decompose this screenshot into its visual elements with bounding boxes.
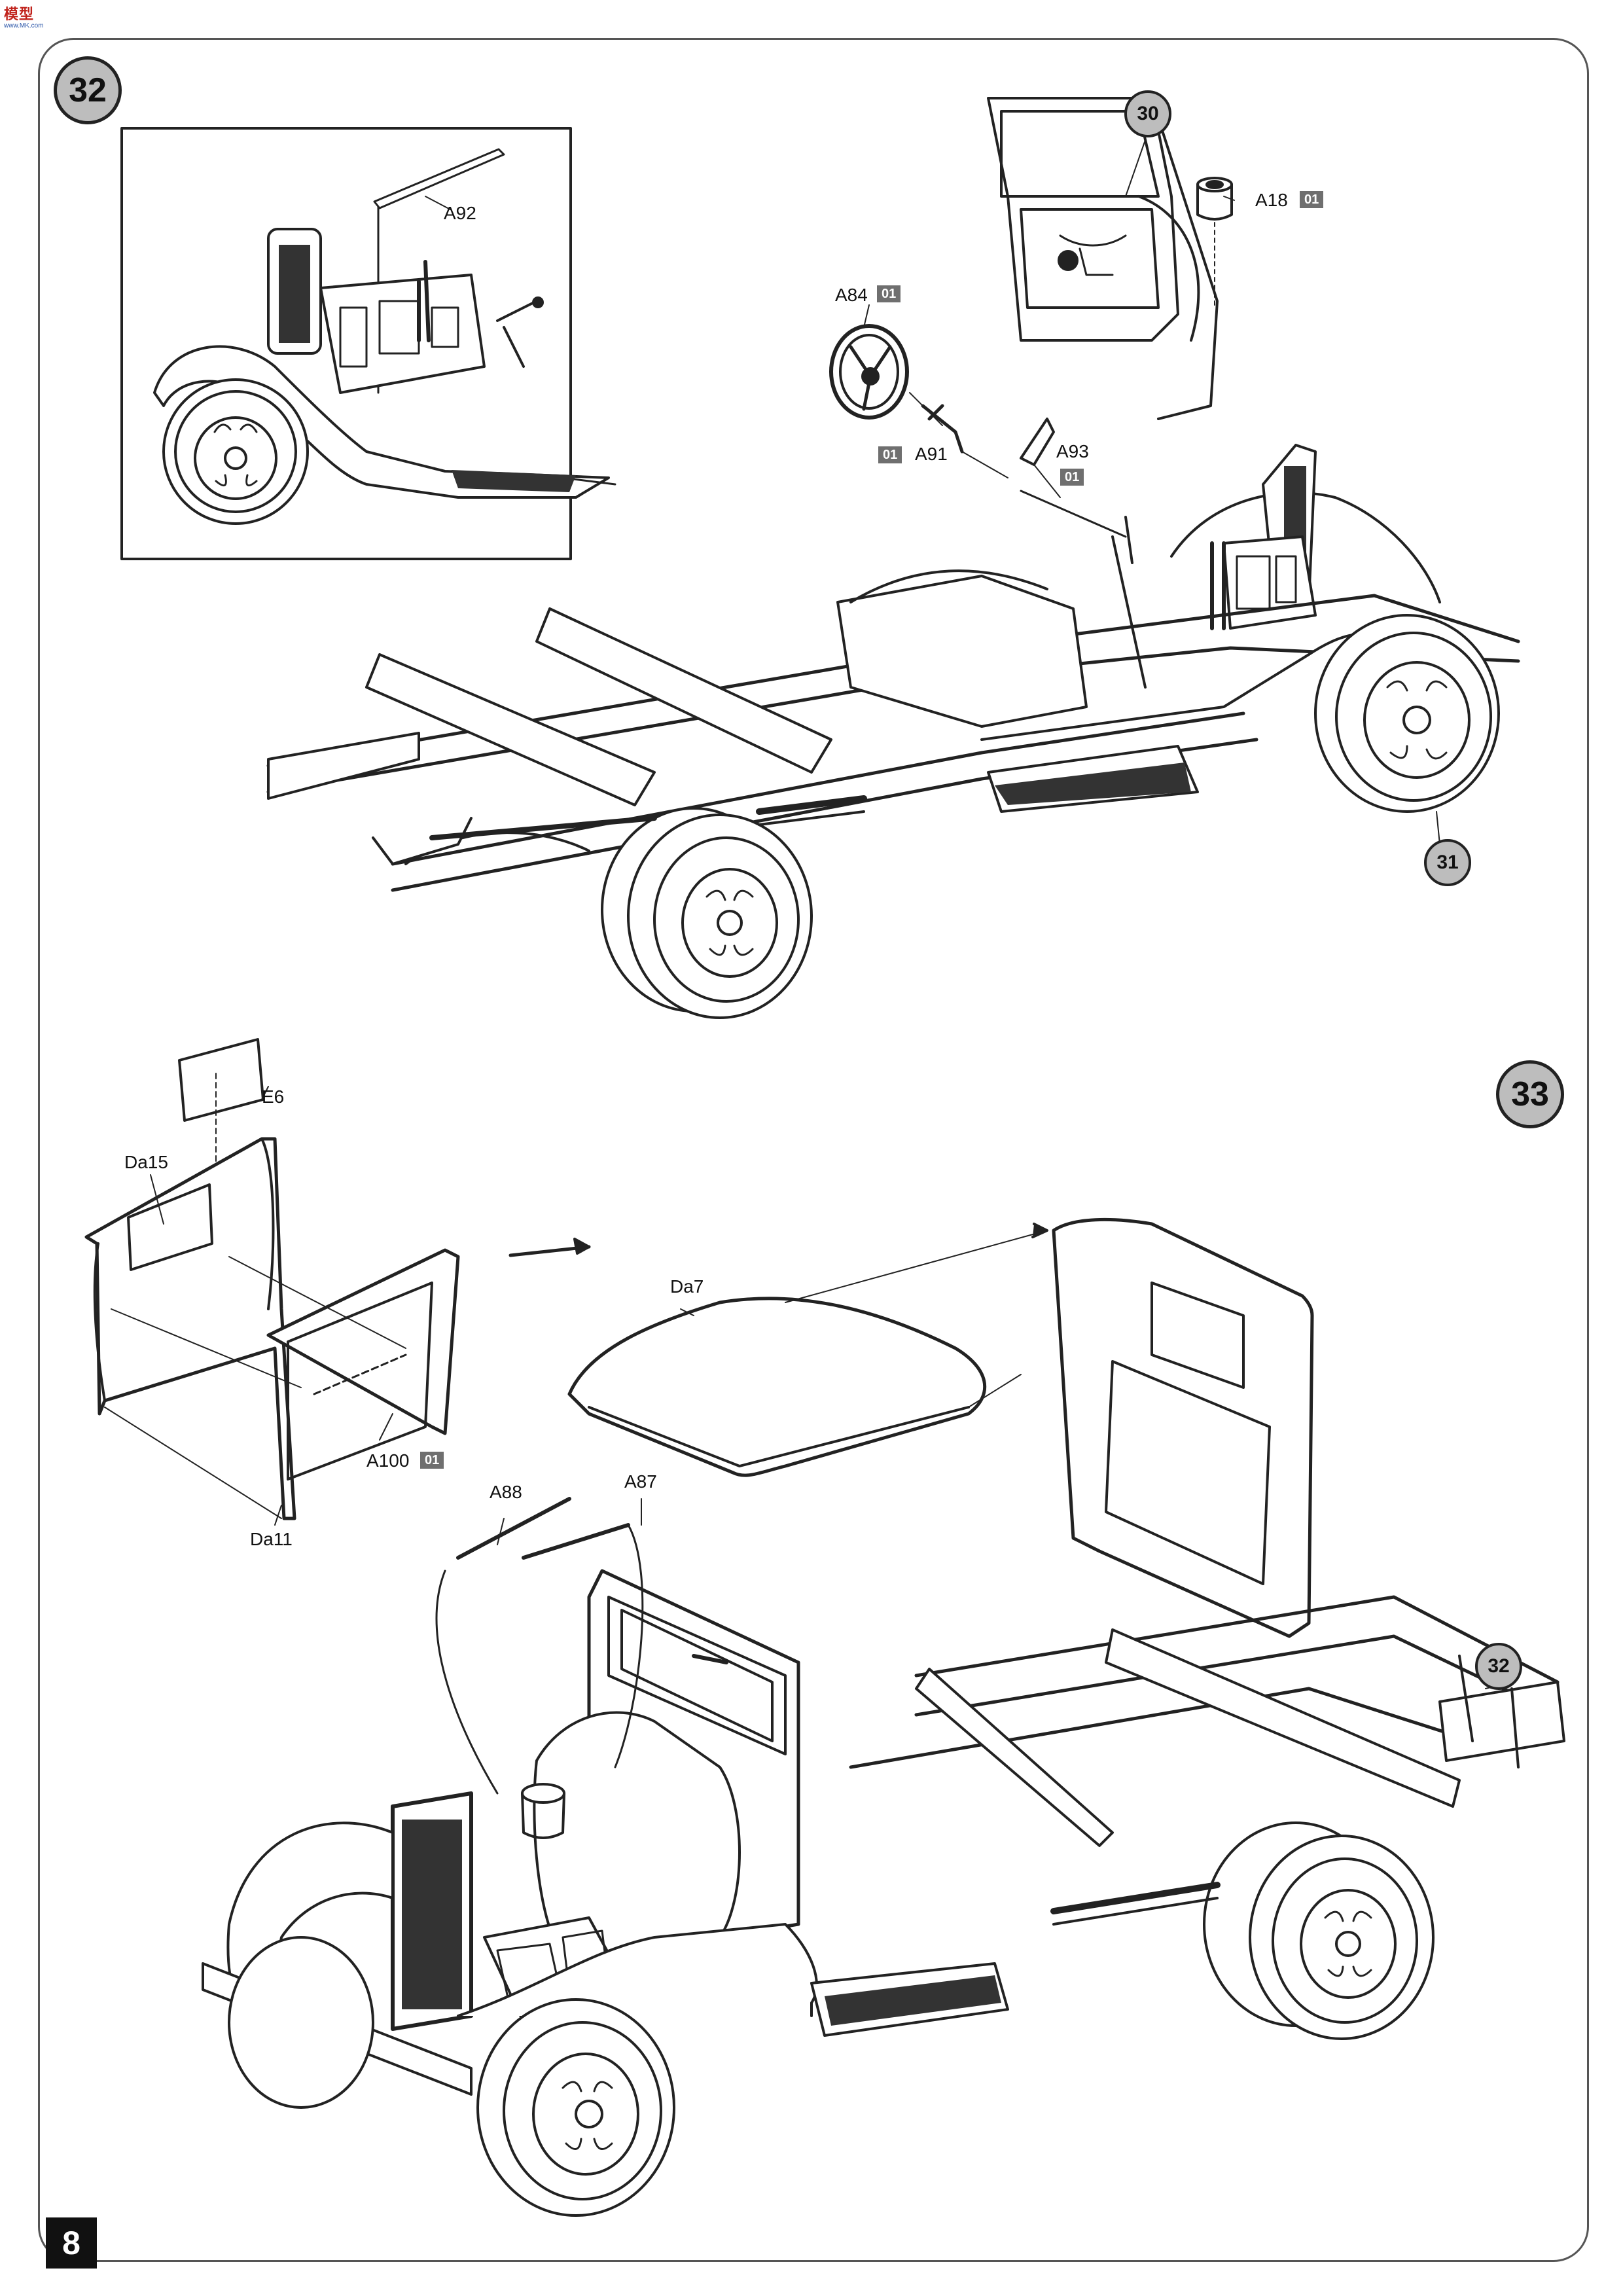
part-label-a18: A18 [1255,190,1288,210]
ref-step-31-badge: 31 [1424,839,1471,886]
part-label-da11: Da11 [250,1529,293,1549]
step32-cab [987,97,1219,420]
part-label-a92: A92 [444,203,476,223]
paint-chip-a18: 01 [1300,191,1324,208]
part-a18-shape [1196,177,1233,308]
step32-chassis [266,444,1520,1019]
ref-step-32-badge: 32 [1475,1643,1522,1690]
page-number-text: 8 [62,2225,80,2261]
part-label-a93: A93 [1056,441,1089,461]
step-32-number: 32 [69,71,107,109]
paint-chip-a93: 01 [1060,469,1084,486]
part-label-a91: A91 [915,444,948,464]
step-32-badge: 32 [54,56,122,124]
watermark-text: 模型 [4,6,35,22]
step33-truck [202,1497,1565,2217]
paint-chip-a91: 01 [878,446,902,463]
ref-step-32-number: 32 [1488,1655,1510,1677]
part-a84-shape [829,324,943,426]
paint-chip-a100: 01 [420,1452,444,1469]
part-label-da15: Da15 [124,1152,168,1172]
ref-step-30-badge: 30 [1124,90,1171,137]
watermark-url: www.MK.com [4,22,44,29]
step-33-badge: 33 [1496,1060,1564,1128]
ref-step-30-number: 30 [1137,103,1159,124]
ref-step-31-number: 31 [1436,852,1459,873]
part-a91-shape [921,404,1008,478]
part-da7-roof [567,1223,1048,1477]
assembly-arrow [508,1238,591,1257]
watermark-logo: 模型 www.MK.com [4,3,50,29]
part-label-a87: A87 [624,1471,657,1492]
part-label-a100: A100 [366,1450,410,1471]
step32-inset-box [120,127,616,560]
part-a93-shape [1020,418,1061,498]
page-number: 8 [46,2217,97,2269]
part-label-da7: Da7 [670,1276,704,1297]
paint-chip-a84: 01 [877,285,901,302]
step33-cab-back [1052,1217,1314,1638]
part-label-a84: A84 [835,285,868,305]
part-label-e6: E6 [262,1086,285,1107]
part-label-a88: A88 [490,1482,522,1502]
step-33-number: 33 [1511,1075,1549,1113]
leader-lines [150,139,1499,1689]
part-da-back-panel [84,1137,460,1520]
